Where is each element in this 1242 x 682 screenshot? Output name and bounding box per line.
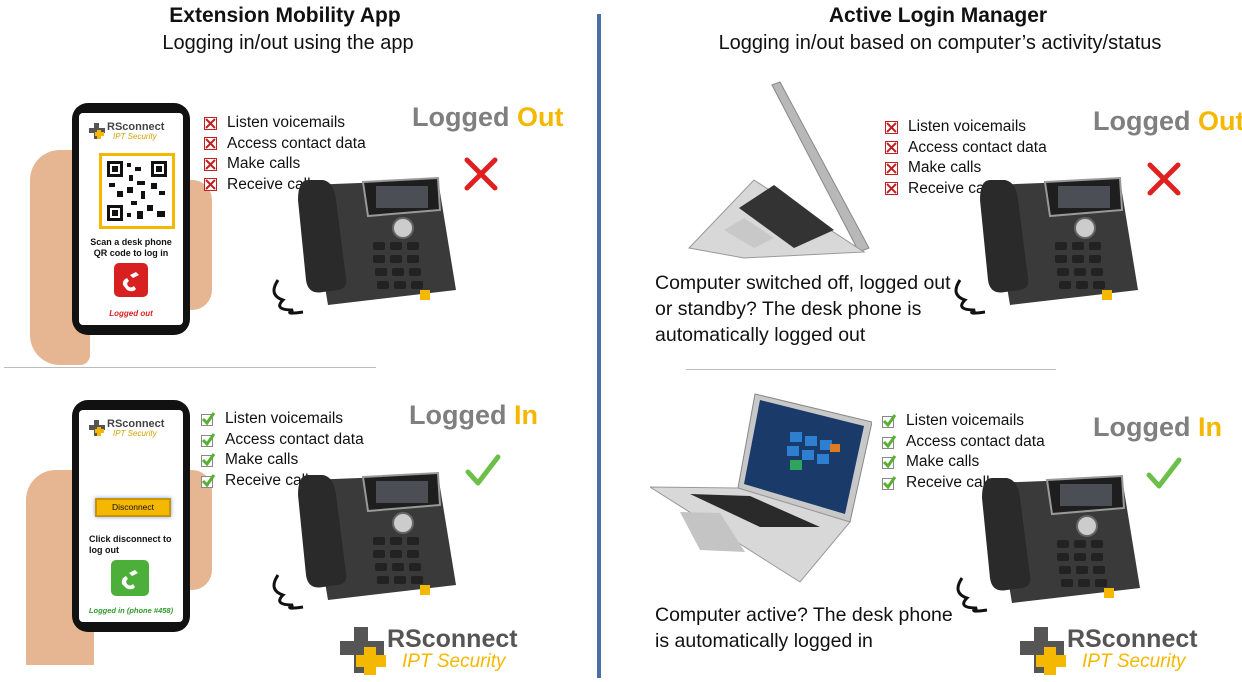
desk-phone-image <box>956 474 1140 613</box>
app-status: Logged in (phone #458) <box>88 606 174 615</box>
unchecked-box-icon <box>885 182 898 196</box>
rsconnect-logo-icon <box>340 627 386 675</box>
laptop-open-image <box>650 393 872 583</box>
rsconnect-logo-icon <box>89 420 105 436</box>
qr-code-icon <box>107 161 167 221</box>
vertical-divider <box>597 14 601 678</box>
left-title: Extension Mobility App <box>169 4 401 27</box>
feature-item: Listen voicemails <box>885 117 1047 138</box>
rsconnect-logo-right: RSconnect IPT Security <box>1020 625 1205 677</box>
app-instruction: Scan a desk phone QR code to log in <box>90 237 172 258</box>
unchecked-box-icon <box>204 157 217 171</box>
phone-handset-icon <box>121 570 138 590</box>
logo-sub: IPT Security <box>402 651 506 672</box>
rsconnect-logo-left: RSconnect IPT Security <box>340 625 525 677</box>
unchecked-box-icon <box>885 141 898 155</box>
unchecked-box-icon <box>885 120 898 134</box>
feature-item: Access contact data <box>885 138 1047 159</box>
app-brand-sub: IPT Security <box>113 132 157 141</box>
desk-phone-image <box>272 471 456 610</box>
feature-item: Listen voicemails <box>201 409 364 430</box>
phone-handset-icon <box>122 272 139 292</box>
feature-item: Access contact data <box>882 432 1045 453</box>
feature-item: Receive calls <box>882 473 1045 494</box>
call-button[interactable] <box>111 560 149 596</box>
feature-item: Make calls <box>201 450 364 471</box>
checked-box-icon <box>882 475 896 490</box>
checkmark-icon <box>465 454 501 486</box>
app-logo: RSconnect IPT Security <box>89 418 179 440</box>
app-brand: RSconnect <box>107 418 165 430</box>
feature-item: Receive calls <box>204 175 366 196</box>
left-subtitle: Logging in/out using the app <box>162 32 414 54</box>
laptop-closed-image <box>687 81 870 259</box>
checkmark-icon <box>1146 457 1182 489</box>
feature-item: Make calls <box>882 452 1045 473</box>
checked-box-icon <box>201 453 215 468</box>
feature-item: Receive calls <box>201 471 364 492</box>
right-title: Active Login Manager <box>828 4 1048 27</box>
smartphone-screen: RSconnect IPT Security Scan a desk phone… <box>79 113 183 325</box>
right-bottom-state: Logged In <box>1093 412 1222 442</box>
feature-item: Make calls <box>204 154 366 175</box>
unchecked-box-icon <box>204 137 217 151</box>
cross-icon <box>1147 162 1181 196</box>
unchecked-box-icon <box>885 161 898 175</box>
left-bottom-state: Logged In <box>409 400 538 430</box>
left-top-state: Logged Out <box>412 102 564 132</box>
feature-item: Make calls <box>885 158 1047 179</box>
left-horizontal-divider <box>4 367 376 368</box>
checked-box-icon <box>882 434 896 449</box>
disconnect-button[interactable]: Disconnect <box>95 498 171 517</box>
app-brand-sub: IPT Security <box>113 429 157 438</box>
feature-item: Receive calls <box>885 179 1047 200</box>
checked-box-icon <box>882 414 896 429</box>
smartphone-screen: RSconnect IPT Security Disconnect Click … <box>79 410 183 622</box>
app-instruction: Click disconnect to log out <box>89 534 172 555</box>
rsconnect-logo-icon <box>1020 627 1066 675</box>
right-top-state: Logged Out <box>1093 106 1242 136</box>
right-bottom-feature-list: Listen voicemails Access contact data Ma… <box>882 411 1045 493</box>
right-bottom-caption: Computer active? The desk phone is autom… <box>655 604 953 652</box>
unchecked-box-icon <box>204 178 217 192</box>
right-top-caption: Computer switched off, logged out or sta… <box>655 272 951 346</box>
left-top-feature-list: Listen voicemails Access contact data Ma… <box>204 113 366 195</box>
smartphone: RSconnect IPT Security Disconnect Click … <box>72 400 190 632</box>
checked-box-icon <box>201 412 215 427</box>
unchecked-box-icon <box>204 116 217 130</box>
feature-item: Access contact data <box>201 430 364 451</box>
right-horizontal-divider <box>686 369 1056 370</box>
right-subtitle: Logging in/out based on computer’s activ… <box>718 32 1162 54</box>
checked-box-icon <box>201 473 215 488</box>
smartphone: RSconnect IPT Security Scan a desk phone… <box>72 103 190 335</box>
hangup-button[interactable] <box>114 263 148 297</box>
feature-item: Listen voicemails <box>882 411 1045 432</box>
logo-brand: RSconnect <box>1067 625 1198 653</box>
checked-box-icon <box>882 455 896 470</box>
feature-item: Access contact data <box>204 134 366 155</box>
app-logo: RSconnect IPT Security <box>89 121 179 143</box>
desk-phone-image <box>272 176 456 315</box>
feature-item: Listen voicemails <box>204 113 366 134</box>
cross-icon <box>464 157 498 191</box>
desk-phone-image <box>954 176 1138 315</box>
app-brand: RSconnect <box>107 121 165 133</box>
left-bottom-feature-list: Listen voicemails Access contact data Ma… <box>201 409 364 491</box>
rsconnect-logo-icon <box>89 123 105 139</box>
app-status: Logged out <box>109 309 153 318</box>
logo-brand: RSconnect <box>387 625 518 653</box>
checked-box-icon <box>201 432 215 447</box>
right-top-feature-list: Listen voicemails Access contact data Ma… <box>885 117 1047 199</box>
qr-code-frame[interactable] <box>99 153 175 229</box>
logo-sub: IPT Security <box>1082 651 1186 672</box>
